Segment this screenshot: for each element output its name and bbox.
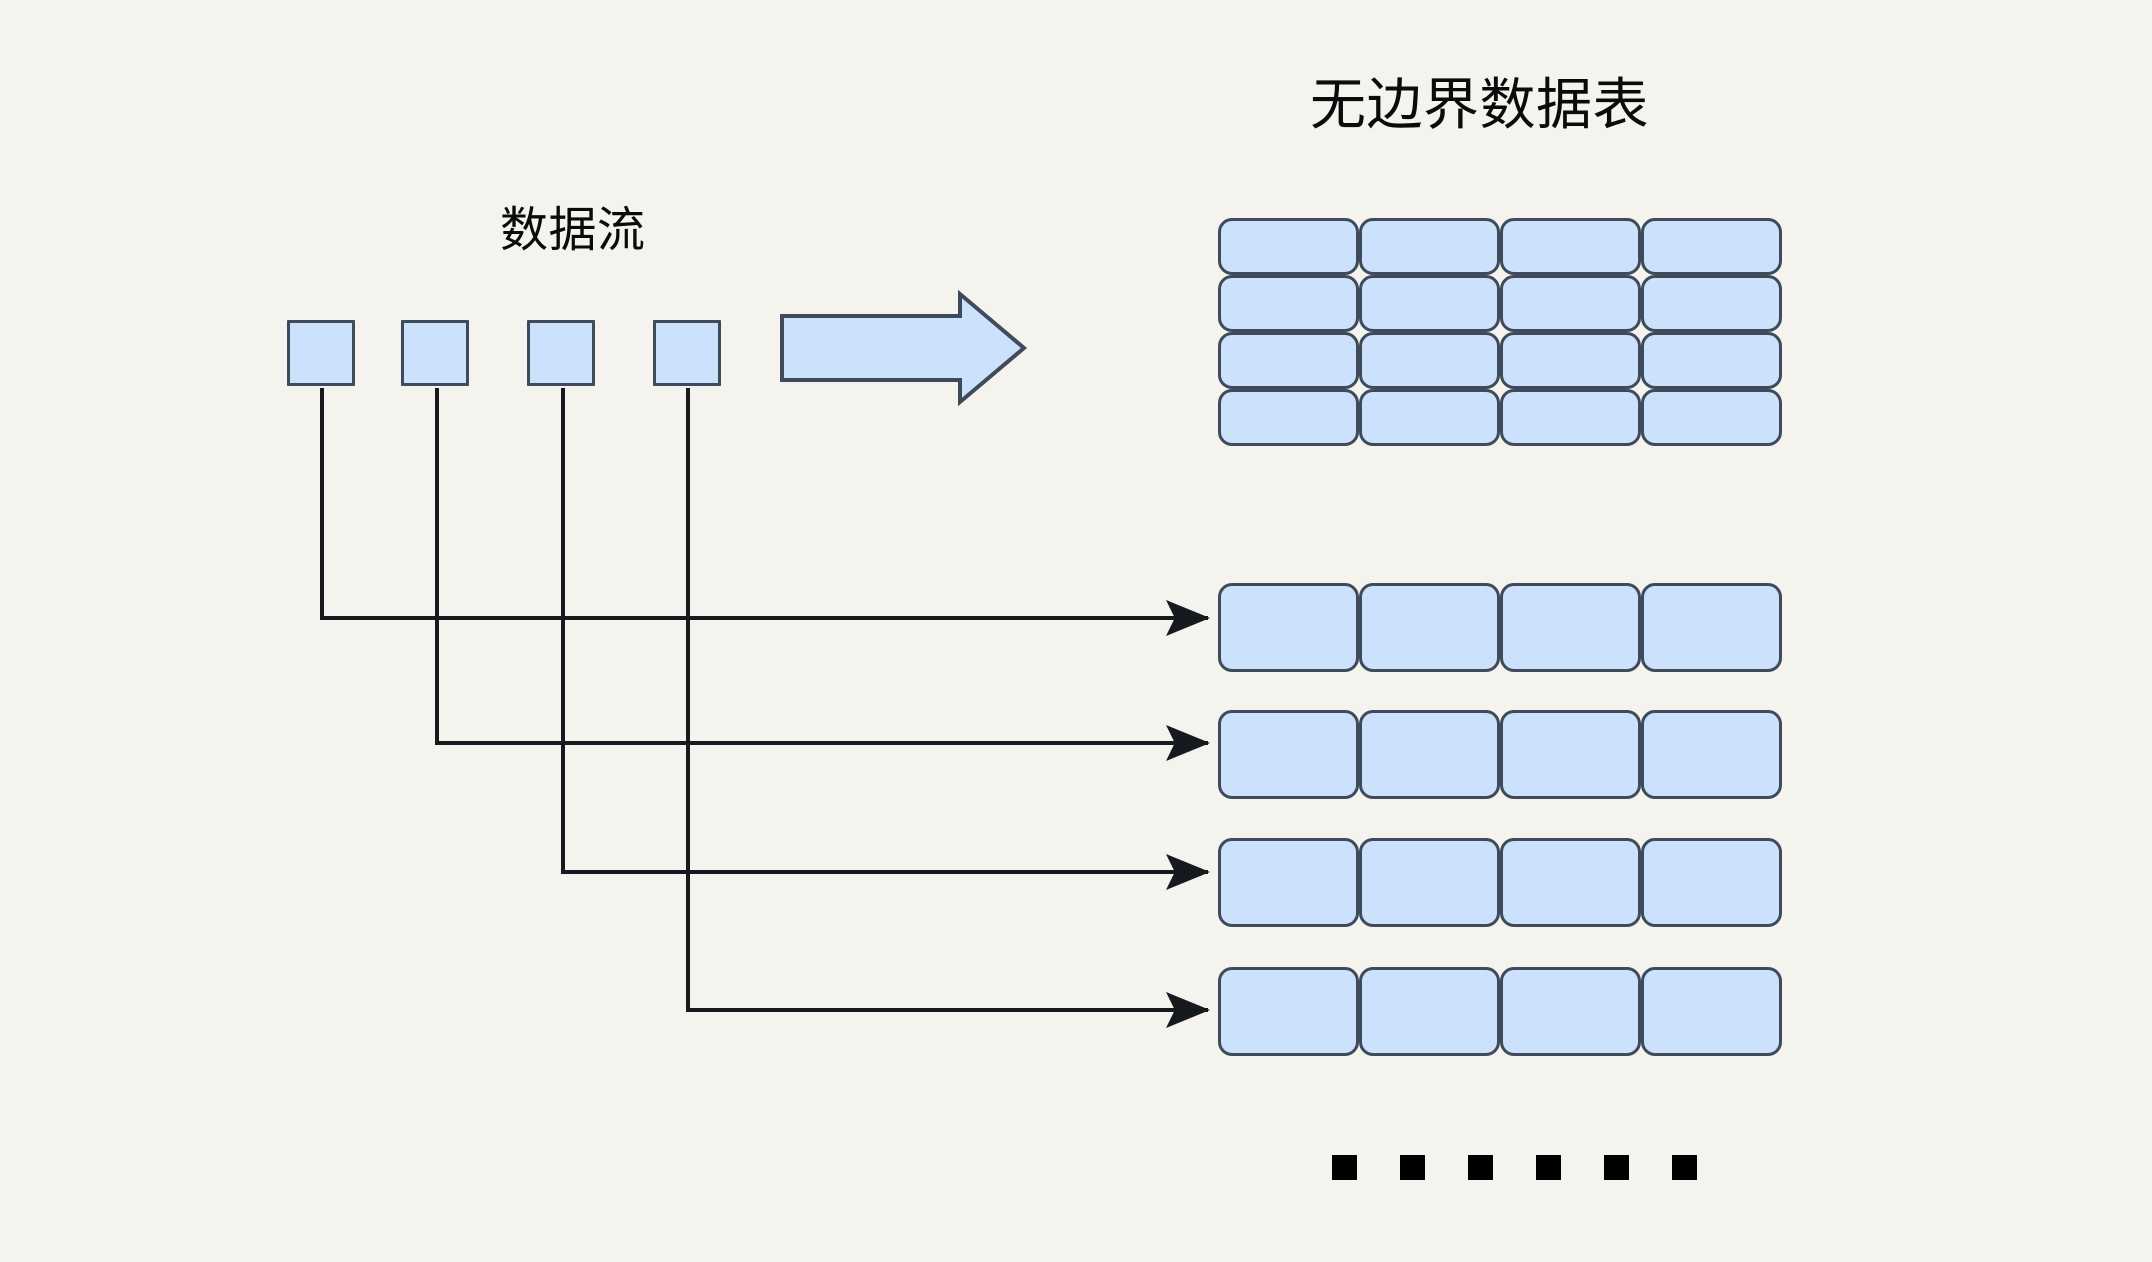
continuation-dot [1468,1155,1493,1180]
table-cell[interactable] [1218,583,1359,672]
table-cell[interactable] [1359,967,1500,1056]
table-cell[interactable] [1500,332,1641,389]
table-cell[interactable] [1641,218,1782,275]
stream-event-3[interactable] [527,320,595,386]
table-cell[interactable] [1500,967,1641,1056]
table-cell[interactable] [1641,583,1782,672]
continuation-dot [1672,1155,1697,1180]
table-cell[interactable] [1218,389,1359,446]
table-cell[interactable] [1641,275,1782,332]
continuation-dot [1332,1155,1357,1180]
table-cell[interactable] [1218,218,1359,275]
connector-path-2 [435,388,1210,761]
continuation-dot [1536,1155,1561,1180]
table-cell[interactable] [1359,710,1500,799]
continuation-dot [1604,1155,1629,1180]
table-cell[interactable] [1500,389,1641,446]
table-cell[interactable] [1641,332,1782,389]
data-stream-label: 数据流 [500,204,646,257]
unbounded-table-title: 无边界数据表 [1310,73,1649,136]
table-cell[interactable] [1359,583,1500,672]
connector-path-4 [686,388,1210,1028]
table-cell[interactable] [1359,838,1500,927]
flow-arrow [780,289,1028,407]
table-cell[interactable] [1500,218,1641,275]
table-cell[interactable] [1359,275,1500,332]
continuation-dot [1400,1155,1425,1180]
table-cell[interactable] [1218,710,1359,799]
table-cell[interactable] [1218,275,1359,332]
table-cell[interactable] [1641,710,1782,799]
table-cell[interactable] [1500,838,1641,927]
table-cell[interactable] [1641,389,1782,446]
table-cell[interactable] [1359,218,1500,275]
connector-path-1 [320,388,1210,636]
table-cell[interactable] [1359,389,1500,446]
flow-arrow-shape [780,289,1028,407]
table-cell[interactable] [1500,710,1641,799]
stream-event-4[interactable] [653,320,721,386]
table-cell[interactable] [1359,332,1500,389]
connector-path-3 [561,388,1210,890]
table-cell[interactable] [1218,967,1359,1056]
table-cell[interactable] [1500,583,1641,672]
table-cell[interactable] [1641,967,1782,1056]
table-cell[interactable] [1218,838,1359,927]
stream-event-1[interactable] [287,320,355,386]
stream-event-2[interactable] [401,320,469,386]
stream-to-table-connectors [320,388,1210,1028]
table-cell[interactable] [1500,275,1641,332]
table-cell[interactable] [1218,332,1359,389]
table-cell[interactable] [1641,838,1782,927]
